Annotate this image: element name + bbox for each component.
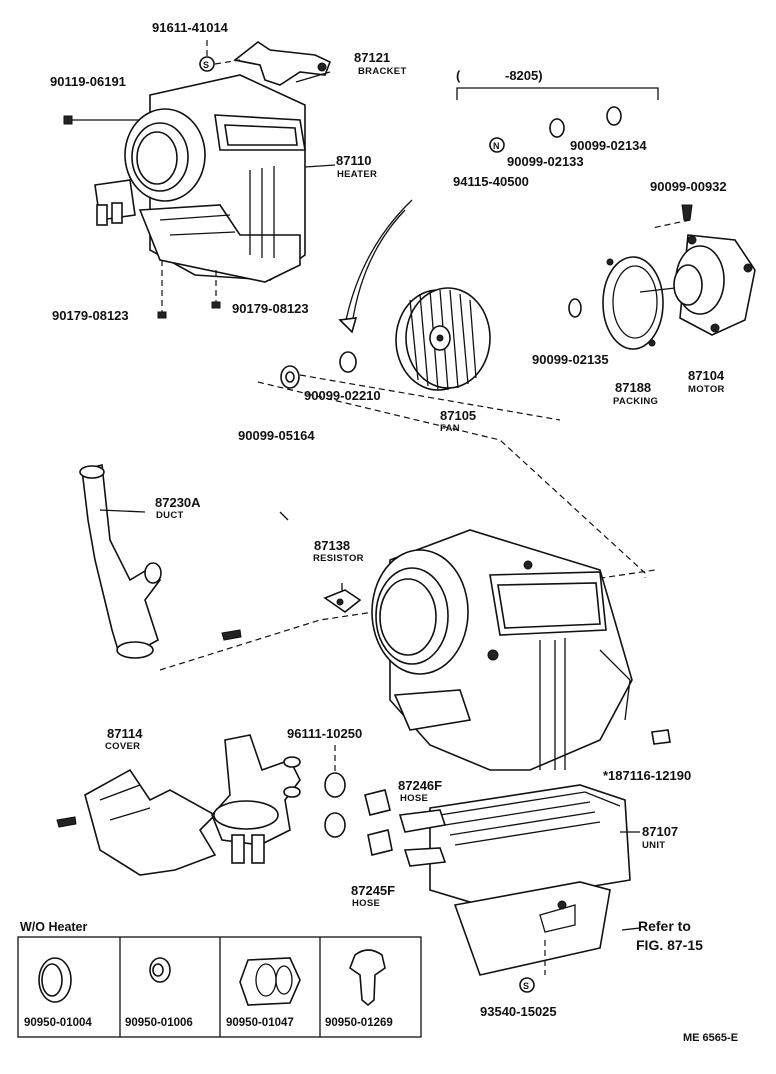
label-fan: FAN <box>440 423 460 434</box>
lower-cover-drawing <box>453 881 611 976</box>
wo-heater-panel <box>17 936 422 1038</box>
label-hose-2: HOSE <box>352 898 380 909</box>
label-87104: 87104 <box>688 368 725 383</box>
label-cover: COVER <box>105 741 140 752</box>
label-90099-00932: 90099-00932 <box>650 179 727 194</box>
label-unit: UNIT <box>642 840 665 851</box>
blower-unit-drawing <box>371 529 633 771</box>
label-90179-08123-a: 90179-08123 <box>52 308 129 323</box>
heater-assembly-drawing <box>63 74 306 283</box>
cover-87114-drawing <box>84 768 217 876</box>
pipe-assembly-drawing <box>211 734 301 864</box>
label-90099-02135: 90099-02135 <box>532 352 609 367</box>
label-duct: DUCT <box>156 510 184 521</box>
label-87114: 87114 <box>107 726 143 741</box>
label-range-8205: -8205) <box>505 68 543 83</box>
label-87105: 87105 <box>440 408 476 423</box>
label-heater: HEATER <box>337 169 377 180</box>
label-90119-06191: 90119-06191 <box>50 74 126 89</box>
assembly-arrow <box>344 199 413 326</box>
label-90099-02133: 90099-02133 <box>507 154 584 169</box>
heater-unit-87107-drawing <box>398 784 631 906</box>
label-packing: PACKING <box>613 396 658 407</box>
label-87188: 87188 <box>615 380 651 395</box>
label-93540-15025: 93540-15025 <box>480 1004 557 1019</box>
label-87107: 87107 <box>642 824 678 839</box>
label-90950-01004: 90950-01004 <box>24 1017 92 1029</box>
label-87121: 87121 <box>354 50 390 65</box>
label-90950-01047: 90950-01047 <box>226 1017 294 1029</box>
bracket-87121-drawing <box>233 41 332 86</box>
label-90099-02134: 90099-02134 <box>570 138 647 153</box>
label-motor: MOTOR <box>688 384 725 395</box>
label-96111-10250: 96111-10250 <box>287 726 362 741</box>
label-fig-87-15: FIG. 87-15 <box>636 937 703 953</box>
label-90950-01269: 90950-01269 <box>325 1017 393 1029</box>
label-90950-01006: 90950-01006 <box>125 1017 193 1029</box>
label-wo-heater: W/O Heater <box>20 920 88 934</box>
fan-87105-drawing <box>395 287 491 391</box>
label-hose-1: HOSE <box>400 793 428 804</box>
label-91611-41014: 91611-41014 <box>152 20 229 35</box>
label-94115-40500: 94115-40500 <box>453 174 529 189</box>
motor-87104-drawing <box>639 234 756 336</box>
label-90179-08123-b: 90179-08123 <box>232 301 309 316</box>
duct-87230a-drawing <box>79 464 162 659</box>
label-90099-02210: 90099-02210 <box>304 388 381 403</box>
packing-87188-drawing <box>602 256 664 350</box>
label-bracket: BRACKET <box>358 66 407 77</box>
label-resistor: RESISTOR <box>313 553 364 564</box>
label-figure-code: ME 6565-E <box>683 1032 738 1044</box>
label-87116-12190: *187116-12190 <box>603 768 691 783</box>
label-87230a: 87230A <box>155 495 201 510</box>
label-90099-05164: 90099-05164 <box>238 428 315 443</box>
label-87246f: 87246F <box>398 778 442 793</box>
mark-n: N <box>493 141 500 151</box>
label-87110: 87110 <box>336 153 371 168</box>
mark-s-1: S <box>203 60 209 70</box>
label-87245f: 87245F <box>351 883 395 898</box>
mark-s-2: S <box>523 981 529 991</box>
label-87138: 87138 <box>314 538 350 553</box>
label-range-open: ( <box>456 68 461 83</box>
label-refer-to: Refer to <box>638 918 691 934</box>
